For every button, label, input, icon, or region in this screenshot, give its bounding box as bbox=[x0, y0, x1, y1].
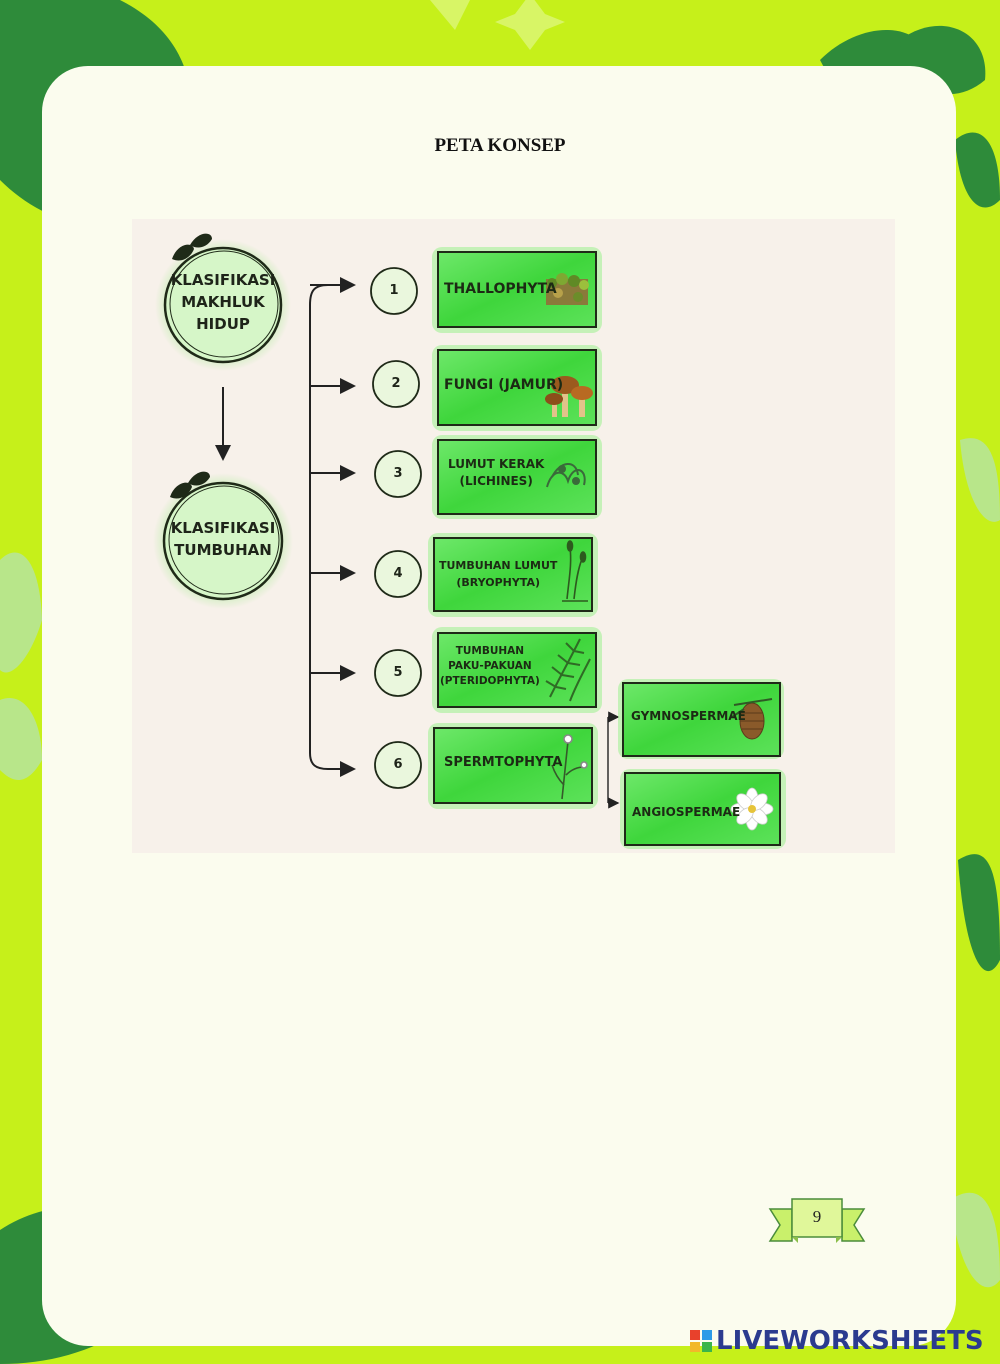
angiospermae-text: ANGIOSPERMAE bbox=[632, 805, 740, 819]
box-label-thallophyta: THALLOPHYTA bbox=[444, 281, 557, 297]
box-label-lichen: LUMUT KERAK (LICHINES) bbox=[448, 456, 544, 490]
liveworksheets-logo[interactable]: LIVEWORKSHEETS bbox=[690, 1324, 984, 1358]
spermtophyta-text: SPERMTOPHYTA bbox=[444, 755, 562, 770]
lichen-text-2: (LICHINES) bbox=[460, 473, 533, 490]
branch-number-2: 2 bbox=[374, 362, 418, 406]
branch-number-4: 4 bbox=[376, 552, 420, 596]
box-label-bryophyta: TUMBUHAN LUMUT (BRYOPHYTA) bbox=[439, 557, 557, 591]
liveworksheets-logo-icon bbox=[690, 1330, 712, 1352]
circle-label-bottom: KLASIFIKASI TUMBUHAN bbox=[163, 517, 283, 561]
branch-number-1: 1 bbox=[372, 269, 416, 313]
page-number: 9 bbox=[793, 1200, 841, 1234]
pteridophyta-text-3: (PTERIDOPHYTA) bbox=[440, 674, 540, 689]
top-circle-line-2: MAKHLUK bbox=[181, 293, 265, 311]
page-title: PETA KONSEP bbox=[0, 135, 1000, 157]
circle-label-top: KLASIFIKASI MAKHLUK HIDUP bbox=[163, 269, 283, 335]
sub-bracket bbox=[608, 717, 618, 803]
box-label-spermtophyta: SPERMTOPHYTA bbox=[444, 755, 562, 770]
box-label-angiospermae: ANGIOSPERMAE bbox=[632, 805, 740, 819]
box-label-gymnospermae: GYMNOSPERMAE bbox=[631, 709, 746, 723]
bryophyta-text-1: TUMBUHAN LUMUT bbox=[439, 557, 557, 574]
fungi-text: FUNGI (JAMUR) bbox=[444, 377, 563, 393]
pteridophyta-text-1: TUMBUHAN bbox=[456, 644, 524, 659]
top-circle-line-3: HIDUP bbox=[196, 315, 250, 333]
bottom-circle-line-2: TUMBUHAN bbox=[174, 541, 272, 559]
liveworksheets-logo-text: LIVEWORKSHEETS bbox=[716, 1326, 984, 1356]
box-label-pteridophyta: TUMBUHAN PAKU-PAKUAN (PTERIDOPHYTA) bbox=[440, 644, 540, 689]
number-circles bbox=[371, 268, 421, 788]
top-circle-line-1: KLASIFIKASI bbox=[171, 271, 276, 289]
branch-number-5: 5 bbox=[376, 651, 420, 695]
branch-arrows bbox=[310, 285, 354, 769]
branch-number-3: 3 bbox=[376, 452, 420, 496]
concept-map: KLASIFIKASI MAKHLUK HIDUP KLASIFIKASI TU… bbox=[132, 219, 895, 853]
lichen-text-1: LUMUT KERAK bbox=[448, 456, 544, 473]
gymnospermae-text: GYMNOSPERMAE bbox=[631, 709, 746, 723]
branch-boxes bbox=[428, 247, 602, 809]
branch-number-6: 6 bbox=[376, 743, 420, 787]
bryophyta-text-2: (BRYOPHYTA) bbox=[456, 574, 540, 591]
bottom-circle-line-1: KLASIFIKASI bbox=[171, 519, 276, 537]
pteridophyta-text-2: PAKU-PAKUAN bbox=[448, 659, 532, 674]
thallophyta-text: THALLOPHYTA bbox=[444, 281, 557, 297]
box-label-fungi: FUNGI (JAMUR) bbox=[444, 377, 563, 393]
